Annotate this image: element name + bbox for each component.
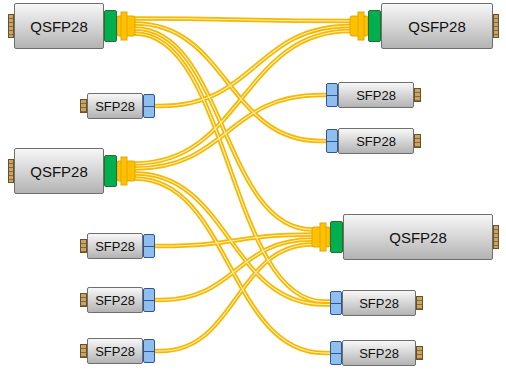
module-housing: SFP28 [342, 290, 416, 316]
cable-strand [117, 19, 368, 22]
qsfp28-module: QSFP28 [368, 3, 499, 49]
sfp28-module: SFP28 [80, 338, 155, 364]
pull-tab [80, 293, 87, 307]
module-label: SFP28 [359, 296, 399, 311]
breakout-cable [117, 29, 330, 230]
sfp28-module: SFP28 [80, 233, 155, 259]
breakout-cable [117, 31, 368, 164]
cable-strand [117, 31, 368, 164]
lc-port [143, 339, 155, 363]
cable-strand [117, 95, 326, 169]
breakout-cable [117, 34, 330, 302]
qsfp28-module: QSFP28 [8, 3, 117, 49]
breakout-cable [155, 245, 330, 352]
module-label: QSFP28 [30, 163, 88, 180]
module-label: QSFP28 [408, 18, 466, 35]
cable-strand [117, 179, 330, 354]
breakout-hub [350, 12, 368, 40]
breakout-cable [117, 95, 326, 169]
pull-tab [416, 296, 423, 310]
cable-strand [117, 34, 330, 302]
module-housing: QSFP28 [14, 148, 104, 194]
breakout-cable [117, 19, 368, 22]
module-housing: SFP28 [87, 287, 143, 313]
module-housing: QSFP28 [343, 214, 493, 260]
sfp28-module: SFP28 [330, 290, 423, 316]
sfp28-module: SFP28 [330, 340, 423, 366]
module-housing: QSFP28 [14, 3, 104, 49]
module-label: SFP28 [356, 134, 396, 149]
module-label: SFP28 [95, 99, 135, 114]
module-label: QSFP28 [30, 18, 88, 35]
cable-strand [155, 240, 330, 301]
sfp28-module: SFP28 [326, 82, 421, 108]
sfp28-module: SFP28 [80, 287, 155, 313]
pull-tab [80, 239, 87, 253]
pull-tab [414, 88, 421, 102]
pull-tab [80, 99, 87, 113]
mpo-port [330, 221, 343, 253]
breakout-hub [117, 157, 135, 185]
mpo-port [104, 155, 117, 187]
sfp28-module: SFP28 [326, 128, 421, 154]
cable-strand [155, 245, 330, 352]
module-housing: SFP28 [87, 338, 143, 364]
mpo-port [104, 10, 117, 42]
module-label: SFP28 [95, 293, 135, 308]
pull-tab [416, 346, 423, 360]
breakout-cable [117, 174, 330, 305]
breakout-hub [117, 12, 135, 40]
lc-port [143, 288, 155, 312]
lc-port [330, 341, 342, 365]
cable-strand [155, 26, 368, 106]
module-housing: SFP28 [338, 82, 414, 108]
sfp28-module: SFP28 [80, 93, 155, 119]
module-label: SFP28 [95, 239, 135, 254]
lc-port [143, 94, 155, 118]
lc-port [143, 234, 155, 258]
qsfp28-module: QSFP28 [330, 214, 499, 260]
module-label: QSFP28 [389, 229, 447, 246]
breakout-hub [312, 223, 330, 251]
module-housing: SFP28 [87, 233, 143, 259]
qsfp28-module: QSFP28 [8, 148, 117, 194]
module-label: SFP28 [359, 346, 399, 361]
pull-tab [493, 14, 499, 38]
mpo-port [368, 10, 381, 42]
lc-port [330, 291, 342, 315]
module-housing: SFP28 [338, 128, 414, 154]
pull-tab [414, 134, 421, 148]
pull-tab [493, 225, 499, 249]
lc-port [326, 83, 338, 107]
breakout-cable [155, 26, 368, 106]
cable-strand [117, 29, 330, 230]
breakout-cable [117, 179, 330, 354]
module-label: SFP28 [95, 344, 135, 359]
module-housing: SFP28 [87, 93, 143, 119]
cable-strand [117, 174, 330, 305]
module-label: SFP28 [356, 88, 396, 103]
lc-port [326, 129, 338, 153]
module-housing: QSFP28 [381, 3, 493, 49]
pull-tab [80, 344, 87, 358]
module-housing: SFP28 [342, 340, 416, 366]
